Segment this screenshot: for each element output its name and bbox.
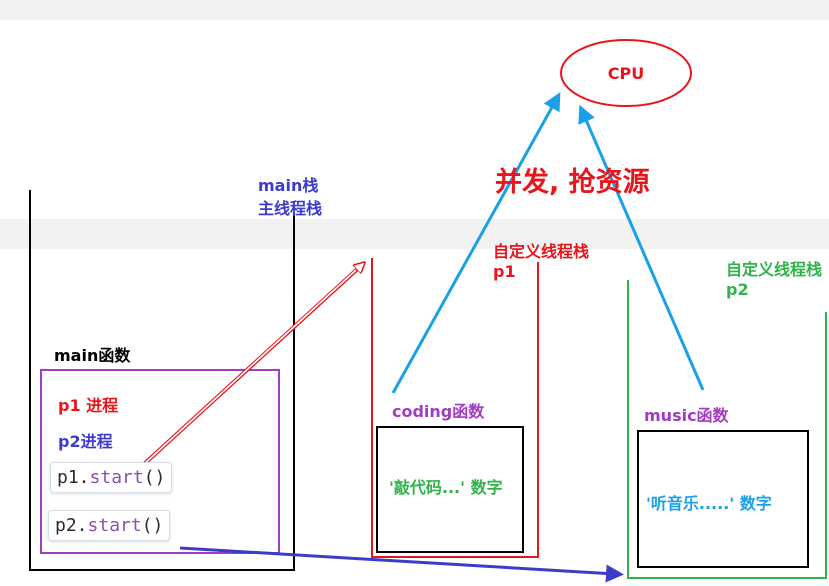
code-p2-method: start [87, 515, 142, 536]
arrow-p1-to-cpu [391, 92, 561, 394]
coding-function-box [376, 426, 524, 553]
thread-p1-name: p1 [493, 262, 516, 281]
middle-band [0, 219, 829, 249]
thread-p2-stack-outline [627, 280, 827, 579]
main-function-label: main函数 [54, 346, 131, 365]
code-p1-method: start [89, 467, 144, 488]
code-p2-paren: () [141, 515, 164, 536]
cpu-label: CPU [607, 63, 645, 83]
coding-function-label: coding函数 [392, 402, 485, 421]
code-p1-start: p1.start() [50, 462, 173, 493]
thread-p2-title: 自定义线程栈 [726, 260, 823, 279]
main-function-box [40, 369, 280, 554]
process-p1-label: p1 进程 [58, 396, 119, 415]
thread-p2-name: p2 [726, 280, 749, 299]
code-p1-object: p1. [57, 467, 90, 488]
process-p2-label: p2进程 [58, 432, 113, 451]
music-function-label: music函数 [644, 406, 729, 425]
music-function-box [637, 430, 809, 568]
coding-function-content: '敲代码...' 数字 [389, 478, 503, 497]
code-p1-paren: () [143, 467, 166, 488]
arrow-p2-start [179, 546, 624, 583]
thread-p1-title: 自定义线程栈 [493, 242, 590, 261]
music-function-content: '听音乐.....' 数字 [646, 494, 772, 513]
arrow-p2-to-cpu [578, 104, 705, 391]
concurrency-label: 并发, 抢资源 [495, 167, 650, 198]
main-stack-title: main栈 [258, 176, 319, 195]
code-p2-start: p2.start() [48, 510, 171, 541]
code-p2-object: p2. [55, 515, 88, 536]
top-band [0, 0, 829, 20]
main-stack-outline [29, 190, 295, 571]
main-thread-stack-title: 主线程栈 [258, 199, 323, 218]
thread-p1-stack-outline [371, 258, 539, 558]
cpu-ellipse [560, 39, 692, 107]
